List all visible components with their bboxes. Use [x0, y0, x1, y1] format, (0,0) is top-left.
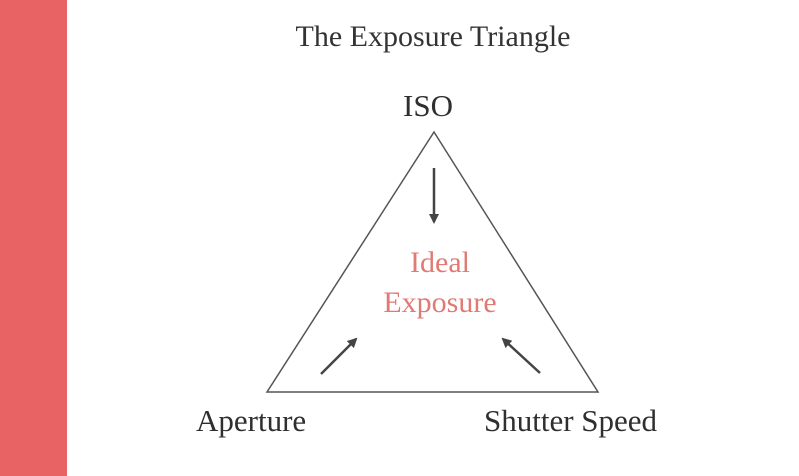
triangle-outline [265, 130, 600, 393]
center-label-line1: Ideal [410, 246, 470, 279]
vertex-label-aperture: Aperture [196, 403, 307, 438]
center-label-line2: Exposure [383, 286, 497, 319]
accent-bar [0, 0, 67, 476]
vertex-label-iso: ISO [403, 88, 453, 123]
arrow-up-right-icon [320, 337, 358, 375]
vertex-label-shutter-speed: Shutter Speed [484, 403, 658, 438]
arrow-up-left-icon [501, 337, 541, 374]
slide-title: The Exposure Triangle [295, 20, 571, 53]
